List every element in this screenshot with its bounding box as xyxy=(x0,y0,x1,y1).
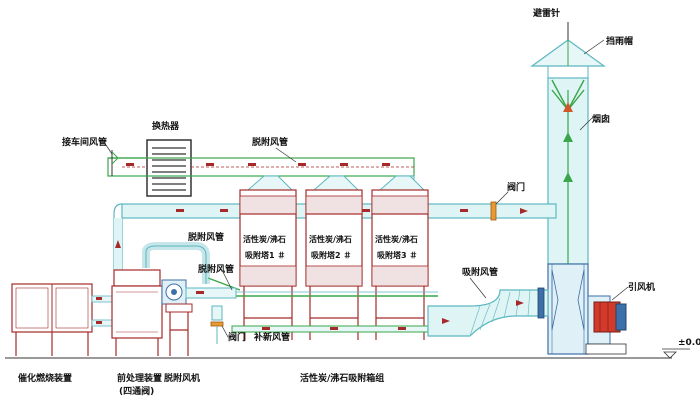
workshop-duct-label: 接车间风管 xyxy=(62,136,107,148)
desorb-duct-top-label: 脱附风管 xyxy=(252,136,288,148)
pretreatment-device xyxy=(111,269,163,356)
vent-cap-label: 避雷针 xyxy=(533,7,560,19)
fresh-air-pipe-label: 补新风管 xyxy=(253,331,290,343)
left-valve xyxy=(210,305,224,344)
valve-right-label: 阀门 xyxy=(507,181,525,193)
rain-hood xyxy=(530,39,606,78)
chimney-base xyxy=(547,263,589,355)
heat-exchanger xyxy=(146,139,192,197)
tower-group-label: 活性炭/沸石吸附箱组 xyxy=(300,372,384,384)
tower-1-line1: 活性炭/沸石 xyxy=(243,234,286,244)
desorb-duct-left-label: 脱附风管 xyxy=(188,231,224,243)
pretreatment-label: 前处理装置 xyxy=(117,372,162,384)
tower-1-line2: 吸附塔1 ＃ xyxy=(245,250,285,260)
catalytic-device-label: 催化燃烧装置 xyxy=(18,372,72,384)
tower-2-line2: 吸附塔2 ＃ xyxy=(311,250,351,260)
ground-level-marker: ±0.0 xyxy=(662,338,700,359)
adsorption-tower-3 xyxy=(371,175,429,340)
desorption-fan xyxy=(142,242,237,356)
catalytic-combustion-device xyxy=(11,283,113,356)
ground-level-label: ±0.0 xyxy=(678,338,700,348)
workshop-inlet xyxy=(111,150,119,176)
fan-label: 引风机 xyxy=(628,281,655,293)
adsorption-duct xyxy=(427,287,549,337)
tower-3-line2: 吸附塔3 ＃ xyxy=(377,250,417,260)
induced-draft-fan xyxy=(585,295,627,355)
valve-left-label: 阀门 xyxy=(228,331,246,343)
desorb-fan-duct-label: 脱附风管 xyxy=(198,263,234,275)
heat-exchanger-label: 换热器 xyxy=(152,120,180,132)
adsorption-tower-1 xyxy=(239,175,297,340)
fresh-air-pipe xyxy=(231,325,439,333)
desorb-fan-label: 脱附风机 xyxy=(164,372,200,384)
adsorb-duct-label: 吸附风管 xyxy=(462,266,498,278)
rain-hood-label: 挡雨帽 xyxy=(606,35,633,47)
adsorption-tower-2 xyxy=(305,175,363,340)
main-duct-valve xyxy=(490,201,497,221)
tower-3-line1: 活性炭/沸石 xyxy=(375,234,418,244)
chimney-label: 烟囱 xyxy=(592,113,610,125)
pretreatment-sub-label: (四通阀) xyxy=(119,385,154,397)
tower-2-line1: 活性炭/沸石 xyxy=(309,234,352,244)
chimney xyxy=(547,77,589,265)
